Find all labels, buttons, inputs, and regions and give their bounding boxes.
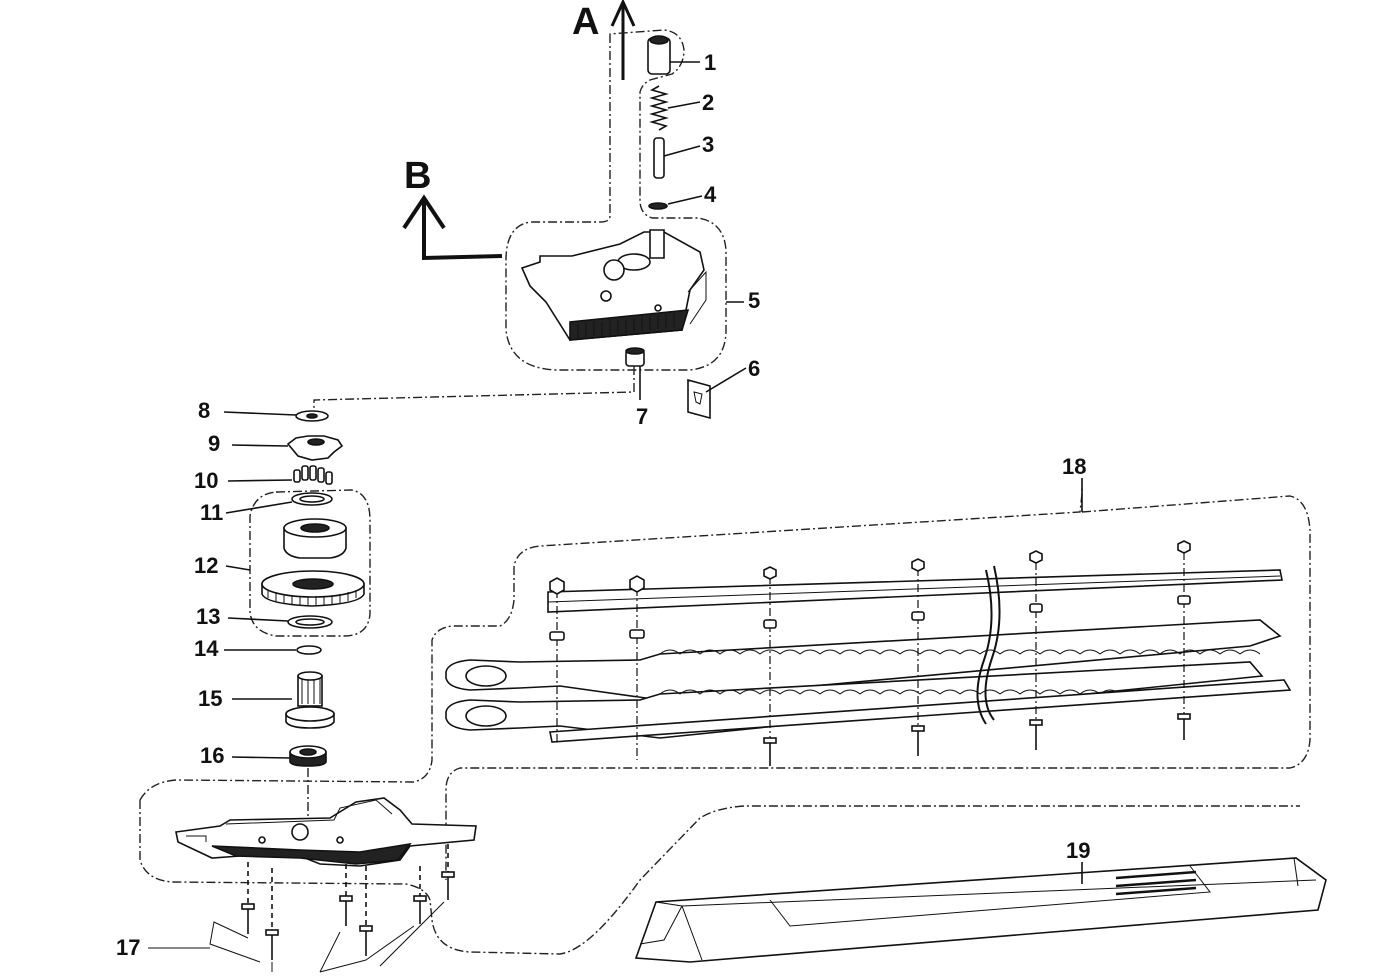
blade-group-outline <box>445 495 1311 880</box>
part-14-circlip <box>224 645 322 655</box>
callout-17: 17 <box>116 935 140 960</box>
part-19-blade-cover <box>634 857 1327 963</box>
callout-2: 2 <box>702 90 714 115</box>
base-group-outline-lower <box>139 800 1300 955</box>
link-housing-to-gear-stack <box>313 366 635 410</box>
callout-18: 18 <box>1062 454 1086 479</box>
callout-11: 11 <box>200 500 223 525</box>
part-11-washer <box>225 492 333 514</box>
part-6-plate <box>687 367 747 420</box>
callout-labels: 1 2 3 4 5 6 7 8 9 10 11 12 13 14 15 16 1… <box>116 50 1090 960</box>
callout-5: 5 <box>748 288 760 313</box>
callout-19: 19 <box>1066 838 1090 863</box>
direction-arrow-b: B <box>402 155 503 261</box>
part-5-gear-housing <box>520 229 744 341</box>
callout-9: 9 <box>208 431 220 456</box>
arrow-a-label: A <box>572 1 599 43</box>
part-2-spring <box>649 85 701 131</box>
part-10-needle-bearing <box>227 465 333 485</box>
callout-16: 16 <box>200 743 224 768</box>
callout-4: 4 <box>704 182 717 207</box>
callout-12: 12 <box>194 553 218 578</box>
part-7-bushing <box>625 347 645 400</box>
part-base-plate <box>175 797 477 867</box>
arrow-b-label: B <box>404 155 431 197</box>
part-15-shaft <box>232 671 335 729</box>
callout-8: 8 <box>198 398 210 423</box>
callout-15: 15 <box>198 686 222 711</box>
direction-arrow-a: A <box>572 0 636 80</box>
part-13-washer <box>227 615 333 629</box>
part-12-gear-and-pinion <box>225 518 365 607</box>
part-16-bearing <box>231 745 327 767</box>
callout-6: 6 <box>748 356 760 381</box>
part-1-cap <box>647 35 700 75</box>
part-8-washer <box>223 410 329 422</box>
part-18-blade-assembly <box>445 478 1292 766</box>
callout-7: 7 <box>636 404 648 429</box>
base-group-outline <box>139 488 1083 801</box>
part-9-star-gear <box>231 435 344 461</box>
part-3-pin <box>653 137 701 179</box>
callout-13: 13 <box>196 604 220 629</box>
gear-group-outline <box>249 489 371 637</box>
callout-14: 14 <box>194 636 219 661</box>
part-4-washer <box>648 195 703 210</box>
callout-1: 1 <box>704 50 716 75</box>
callout-3: 3 <box>702 132 714 157</box>
part-17-screws <box>148 844 455 973</box>
callout-10: 10 <box>194 468 218 493</box>
